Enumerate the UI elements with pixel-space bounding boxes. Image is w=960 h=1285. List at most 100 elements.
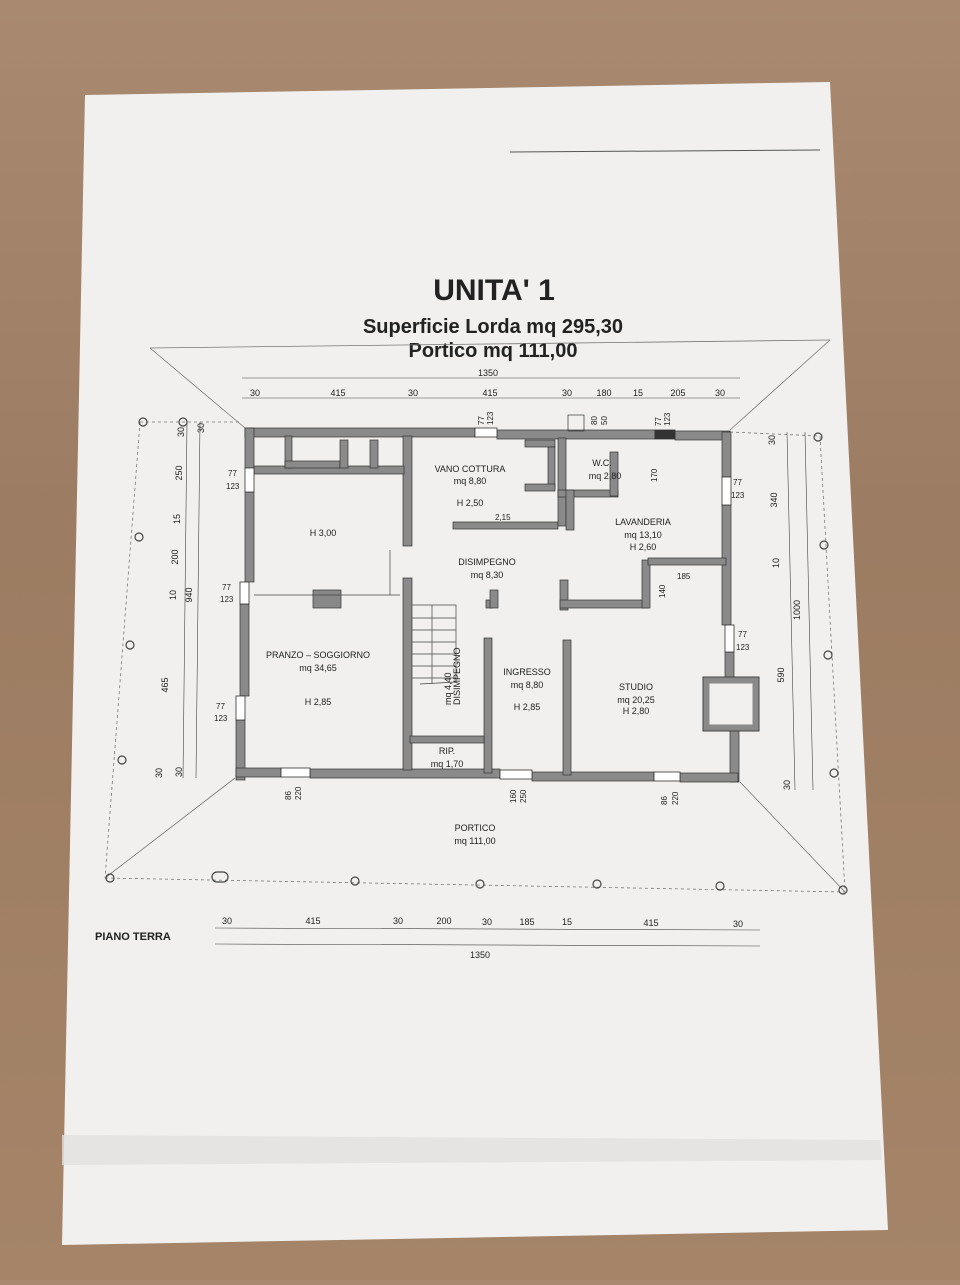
staircase: [412, 604, 457, 685]
room-rip-name: RIP.: [439, 746, 455, 756]
top-dim-5: 180: [596, 388, 611, 398]
bottom-dim-0: 30: [222, 916, 232, 926]
top-dim-6: 15: [633, 388, 643, 398]
left-dim-1: 250: [174, 465, 184, 480]
portico-label: Portico mq 111,00: [409, 340, 578, 362]
right-window-1-height: 123: [731, 491, 745, 500]
surface-label: Superficie Lorda mq 295,30: [363, 316, 623, 338]
left-dim-5: 465: [160, 677, 170, 692]
top-window-3-height: 123: [663, 412, 672, 426]
top-dim-2: 30: [408, 388, 418, 398]
room-vano-cottura-area: mq 8,80: [454, 476, 487, 486]
top-dim-4: 30: [562, 388, 572, 398]
studio-nook-width: 185: [677, 572, 691, 581]
room-wc-area: mq 2,80: [589, 471, 622, 481]
opening-labels: 77 123 80 50 77 123 77 123 77 123 77 123…: [214, 411, 750, 805]
top-window-2-width: 80: [590, 416, 599, 425]
room-pranzo-name: PRANZO – SOGGIORNO: [266, 650, 370, 660]
top-segment-dimensions: 30 415 30 415 30 180 15 205 30: [250, 388, 725, 398]
room-studio-height: H 2,80: [623, 706, 650, 716]
left-dimension-lines: [182, 421, 201, 779]
top-window-2-height: 50: [600, 416, 609, 425]
top-total-dimension: 1350: [478, 368, 498, 378]
left-dim-2: 15: [172, 514, 182, 524]
walls: [235, 414, 760, 783]
portico-outline: [104, 339, 846, 893]
bottom-dim-7: 415: [643, 918, 658, 928]
room-lavanderia-area: mq 13,10: [624, 530, 662, 540]
fireplace: [702, 676, 760, 732]
bottom-door-width: 160: [509, 789, 518, 803]
faded-strip: [62, 1135, 882, 1165]
bottom-segment-dimensions: 30 415 30 200 30 185 15 415 30: [222, 916, 743, 929]
left-outer-dimension: 30: [196, 423, 206, 433]
room-studio-name: STUDIO: [619, 682, 653, 692]
top-dim-1: 415: [330, 388, 345, 398]
room-portico-area: mq 111,00: [454, 836, 495, 846]
room-pranzo-area: mq 34,65: [299, 663, 337, 673]
room-wc-name: W.C.: [592, 458, 612, 468]
left-window-3-width: 77: [216, 702, 225, 711]
room-lavanderia-name: LAVANDERIA: [615, 517, 671, 527]
left-dim-0: 30: [176, 427, 186, 437]
right-dim-0: 30: [767, 435, 777, 445]
left-bottom-dimension: 30: [154, 768, 164, 778]
room-vano-cottura-height: H 2,50: [457, 498, 484, 508]
room-pranzo-height: H 2,85: [305, 697, 332, 707]
bottom-window-2-height: 220: [671, 791, 680, 805]
left-window-2-width: 77: [222, 583, 231, 592]
top-dim-7: 205: [670, 388, 685, 398]
bottom-dim-6: 15: [562, 917, 572, 927]
plan-title: UNITA' 1: [433, 274, 555, 307]
left-total-dimension: 940: [184, 587, 194, 602]
top-dim-0: 30: [250, 388, 260, 398]
right-total-dimension: 1000: [792, 600, 802, 620]
bottom-window-1-height: 220: [294, 786, 303, 800]
room-vano-cottura-name: VANO COTTURA: [435, 464, 506, 474]
room-portico-name: PORTICO: [455, 823, 496, 833]
left-dim-3: 200: [170, 549, 180, 564]
top-window-1-width: 77: [477, 416, 486, 425]
bottom-dim-1: 415: [305, 916, 320, 926]
right-dim-4: 30: [782, 780, 792, 790]
right-window-2-width: 77: [738, 630, 747, 639]
bottom-dim-2: 30: [393, 916, 403, 926]
bottom-door-height: 250: [519, 789, 528, 803]
room-lavanderia-height: H 2,60: [630, 542, 657, 552]
bottom-dim-4: 30: [482, 917, 492, 927]
right-window-1-width: 77: [733, 478, 742, 487]
top-window-1-height: 123: [486, 411, 495, 425]
room-ingresso-height: H 2,85: [514, 702, 541, 712]
top-dim-3: 415: [482, 388, 497, 398]
vertical-room-label: DISIMPEGNO mq 4,40: [443, 647, 462, 705]
room-h300-height: H 3,00: [310, 528, 337, 538]
room-studio-area: mq 20,25: [617, 695, 655, 705]
right-dim-1: 340: [769, 492, 779, 507]
room-disimpegno-area: mq 8,30: [471, 570, 504, 580]
bottom-dim-5: 185: [519, 917, 534, 927]
right-window-2-height: 123: [736, 643, 750, 652]
bottom-window-2-width: 86: [660, 796, 669, 805]
right-dimension-lines: [786, 431, 814, 791]
floor-label: PIANO TERRA: [95, 931, 171, 943]
bottom-dimension-lines: [214, 927, 761, 947]
wc-depth-dimension: 170: [650, 468, 659, 482]
top-window-3-width: 77: [654, 417, 663, 426]
left-window-3-height: 123: [214, 714, 228, 723]
paper-sheet: [62, 82, 888, 1245]
left-dim-4: 10: [168, 590, 178, 600]
room-disimpegno2-area: mq 4,40: [443, 672, 453, 705]
room-labels: VANO COTTURA mq 8,80 H 2,50 W.C. mq 2,80…: [266, 458, 671, 846]
top-rule-line: [509, 149, 821, 153]
window-openings: [235, 427, 735, 782]
room-ingresso-name: INGRESSO: [503, 667, 551, 677]
room-ingresso-area: mq 8,80: [511, 680, 544, 690]
left-dim-6: 30: [174, 767, 184, 777]
bottom-window-1-width: 86: [284, 791, 293, 800]
right-dim-2: 10: [771, 558, 781, 568]
bottom-dim-3: 200: [436, 916, 451, 926]
central-pillar: [312, 589, 342, 609]
left-window-1-height: 123: [226, 482, 240, 491]
